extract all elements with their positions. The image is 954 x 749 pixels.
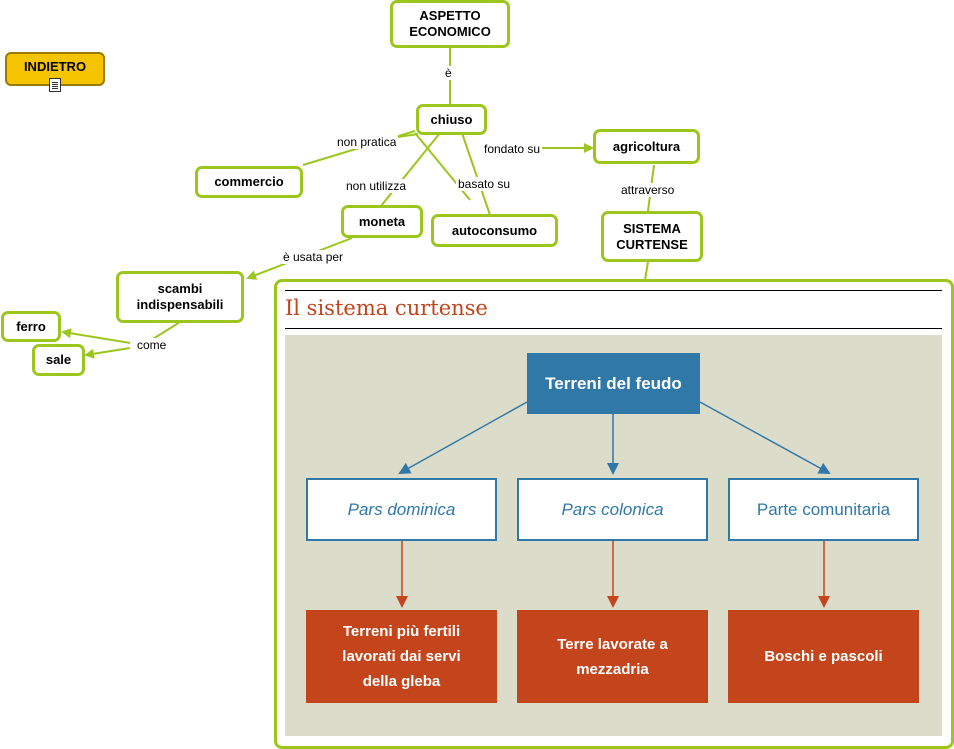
link-label-e: è: [443, 66, 454, 80]
detail-parte-comunitaria: Boschi e pascoli: [728, 610, 919, 703]
panel-title: Il sistema curtense: [285, 296, 488, 320]
box-pars-dominica: Pars dominica: [306, 478, 497, 541]
arrow-to-pars-dominica: [398, 401, 528, 474]
title-rule-top: [285, 290, 942, 291]
box-pars-colonica: Pars colonica: [517, 478, 708, 541]
title-rule-bottom: [285, 328, 942, 329]
link-label-come: come: [135, 338, 169, 352]
link-label-usata-per: è usata per: [281, 250, 346, 264]
node-autoconsumo[interactable]: autoconsumo: [431, 214, 558, 247]
detail-pars-dominica: Terreni più fertili lavorati dai servi d…: [306, 610, 497, 703]
indietro-label: INDIETRO: [23, 58, 87, 74]
box-parte-comunitaria: Parte comunitaria: [728, 478, 919, 541]
link-label-non-pratica: non pratica: [335, 135, 399, 149]
node-moneta[interactable]: moneta: [341, 205, 423, 238]
node-sale[interactable]: sale: [32, 344, 85, 376]
document-icon[interactable]: [49, 78, 61, 92]
link-chiuso-moneta: [380, 132, 441, 207]
link-sistema-panel: [644, 261, 649, 281]
node-scambi-indispensabili[interactable]: scambi indispensabili: [116, 271, 244, 323]
link-label-non-utilizza: non utilizza: [344, 179, 409, 193]
detail-pars-colonica: Terre lavorate a mezzadria: [517, 610, 708, 703]
node-aspetto-economico[interactable]: ASPETTO ECONOMICO: [390, 0, 510, 48]
link-come-sale: [84, 347, 131, 359]
arrow-to-parte-comunitaria: [699, 401, 831, 474]
node-commercio[interactable]: commercio: [195, 166, 303, 198]
link-come-ferro: [61, 328, 131, 344]
link-label-basato-su: basato su: [456, 177, 513, 191]
node-sistema-curtense[interactable]: SISTEMA CURTENSE: [601, 211, 703, 262]
link-label-attraverso: attraverso: [619, 183, 677, 197]
node-ferro[interactable]: ferro: [1, 311, 61, 342]
node-chiuso[interactable]: chiuso: [416, 104, 487, 135]
link-label-fondato-su: fondato su: [482, 142, 543, 156]
node-agricoltura[interactable]: agricoltura: [593, 129, 700, 164]
root-terreni-del-feudo: Terreni del feudo: [527, 353, 700, 414]
